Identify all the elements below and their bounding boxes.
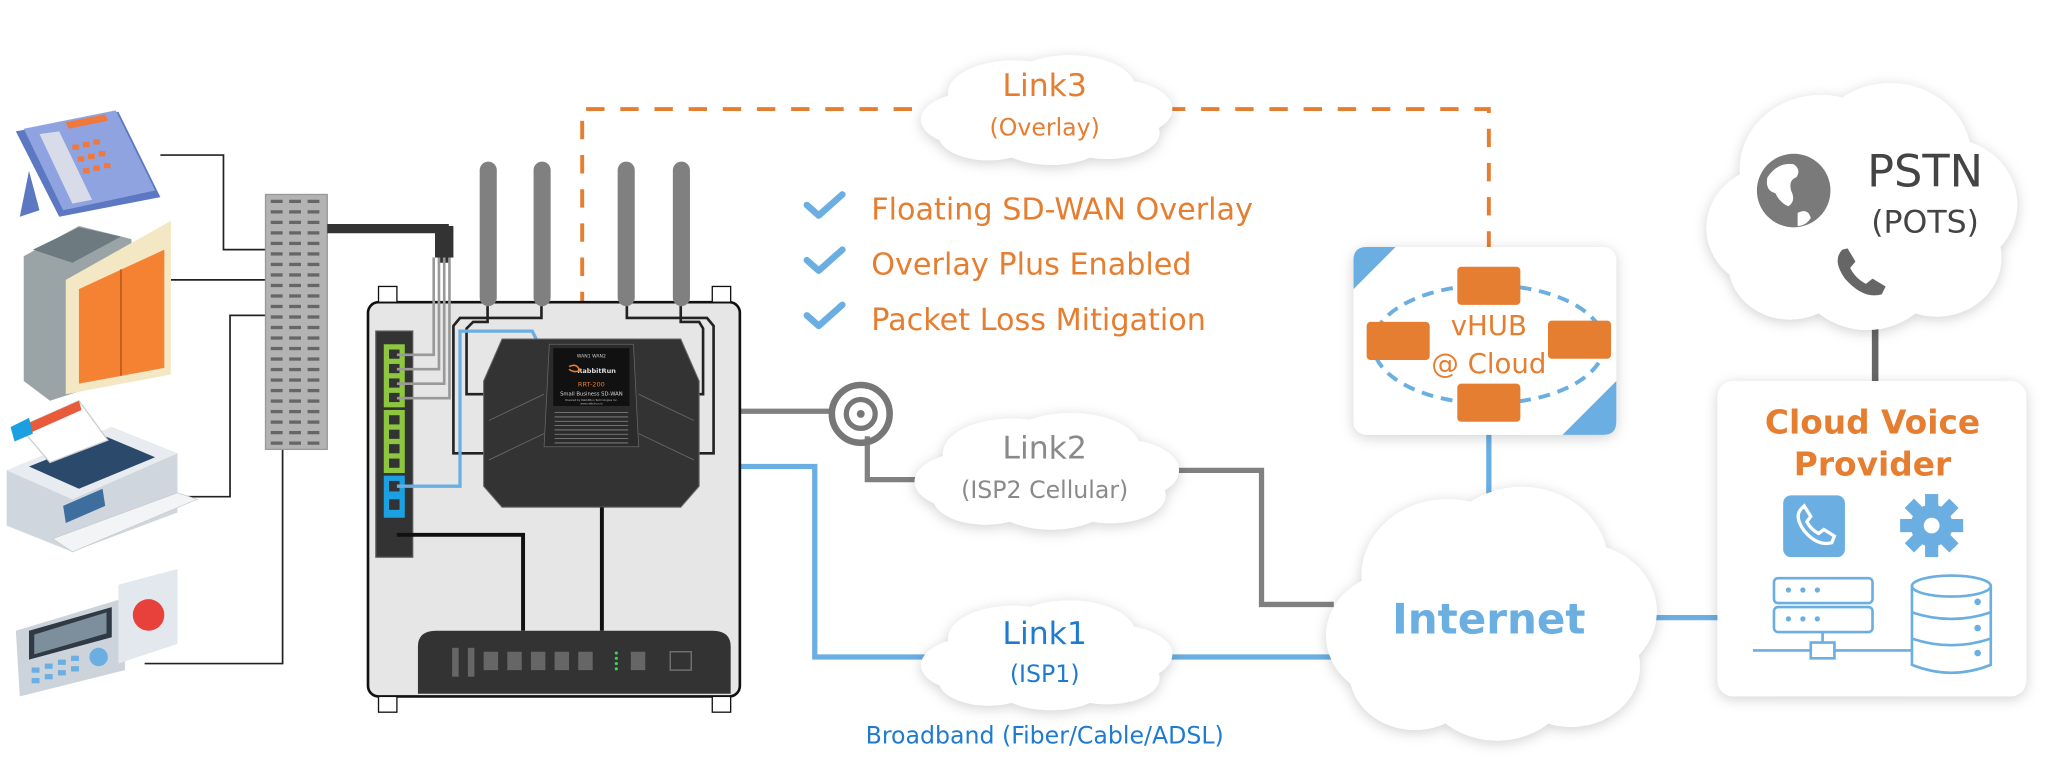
voip-phone-icon — [1783, 495, 1845, 558]
globe-icon — [1756, 153, 1831, 228]
svg-text:Small Business SD-WAN: Small Business SD-WAN — [560, 392, 623, 398]
cloud-voice-provider-card: Cloud Voice Provider — [1717, 381, 2027, 697]
feature-label: Overlay Plus Enabled — [871, 248, 1191, 283]
phone-handset-icon — [1837, 248, 1886, 296]
alarm-panel-icon — [15, 568, 178, 697]
svg-text:RabbitRun: RabbitRun — [577, 367, 616, 375]
link3-title: Link3 — [1002, 68, 1087, 104]
feature-label: Floating SD-WAN Overlay — [871, 192, 1253, 227]
database-icon — [1910, 574, 1993, 675]
rrt-200-router: WAN1 WAN2 RabbitRun RRT-200 Small Busine… — [483, 338, 700, 508]
pstn-cloud — [1706, 83, 2018, 330]
link3-subtitle: (Overlay) — [990, 113, 1100, 141]
pstn-subtitle: (POTS) — [1871, 205, 1979, 241]
link2-subtitle: (ISP2 Cellular) — [961, 476, 1128, 504]
server-icon — [1752, 576, 1912, 660]
internet-cloud — [1326, 486, 1657, 741]
modem — [417, 630, 731, 694]
link1-title: Link1 — [1002, 616, 1087, 652]
link3-cloud — [921, 55, 1173, 165]
link1-cloud — [921, 600, 1173, 711]
cellular-signal-icon — [828, 381, 893, 447]
fax-machine-icon — [6, 399, 199, 553]
vhub-card: vHUB @ Cloud — [1353, 247, 1617, 435]
feature-item: Floating SD-WAN Overlay — [803, 191, 1253, 227]
elevator-icon — [23, 220, 171, 401]
svg-text:WAN1 WAN2: WAN1 WAN2 — [577, 353, 606, 359]
provider-line2: Provider — [1794, 446, 1952, 484]
vhub-line1: vHUB — [1451, 309, 1527, 342]
link2-cloud — [914, 413, 1180, 530]
gear-icon — [1900, 494, 1964, 558]
patch-panel — [264, 193, 454, 451]
vhub-line2: @ Cloud — [1431, 347, 1546, 380]
link2-title: Link2 — [1002, 431, 1087, 467]
sd-wan-enclosure: WAN1 WAN2 RabbitRun RRT-200 Small Busine… — [366, 161, 742, 713]
link1-path — [739, 433, 1722, 660]
svg-text:RRT-200: RRT-200 — [578, 380, 605, 388]
pstn-title: PSTN — [1867, 146, 1983, 198]
svg-text:Powered by RabbitRun Technolog: Powered by RabbitRun Technologies Inc. — [565, 398, 618, 402]
svg-text:www.rabbitrun.io: www.rabbitrun.io — [580, 402, 603, 406]
desk-phone-icon — [15, 110, 161, 217]
check-icon — [803, 301, 846, 330]
check-icon — [803, 191, 846, 219]
feature-item: Packet Loss Mitigation — [803, 301, 1206, 338]
internet-label: Internet — [1392, 594, 1585, 643]
link1-caption: Broadband (Fiber/Cable/ADSL) — [866, 722, 1224, 750]
provider-line1: Cloud Voice — [1765, 404, 1980, 442]
link2-path — [739, 408, 1334, 608]
check-icon — [803, 246, 846, 274]
link1-subtitle: (ISP1) — [1010, 660, 1080, 688]
feature-item: Overlay Plus Enabled — [803, 246, 1192, 283]
feature-label: Packet Loss Mitigation — [871, 303, 1206, 338]
